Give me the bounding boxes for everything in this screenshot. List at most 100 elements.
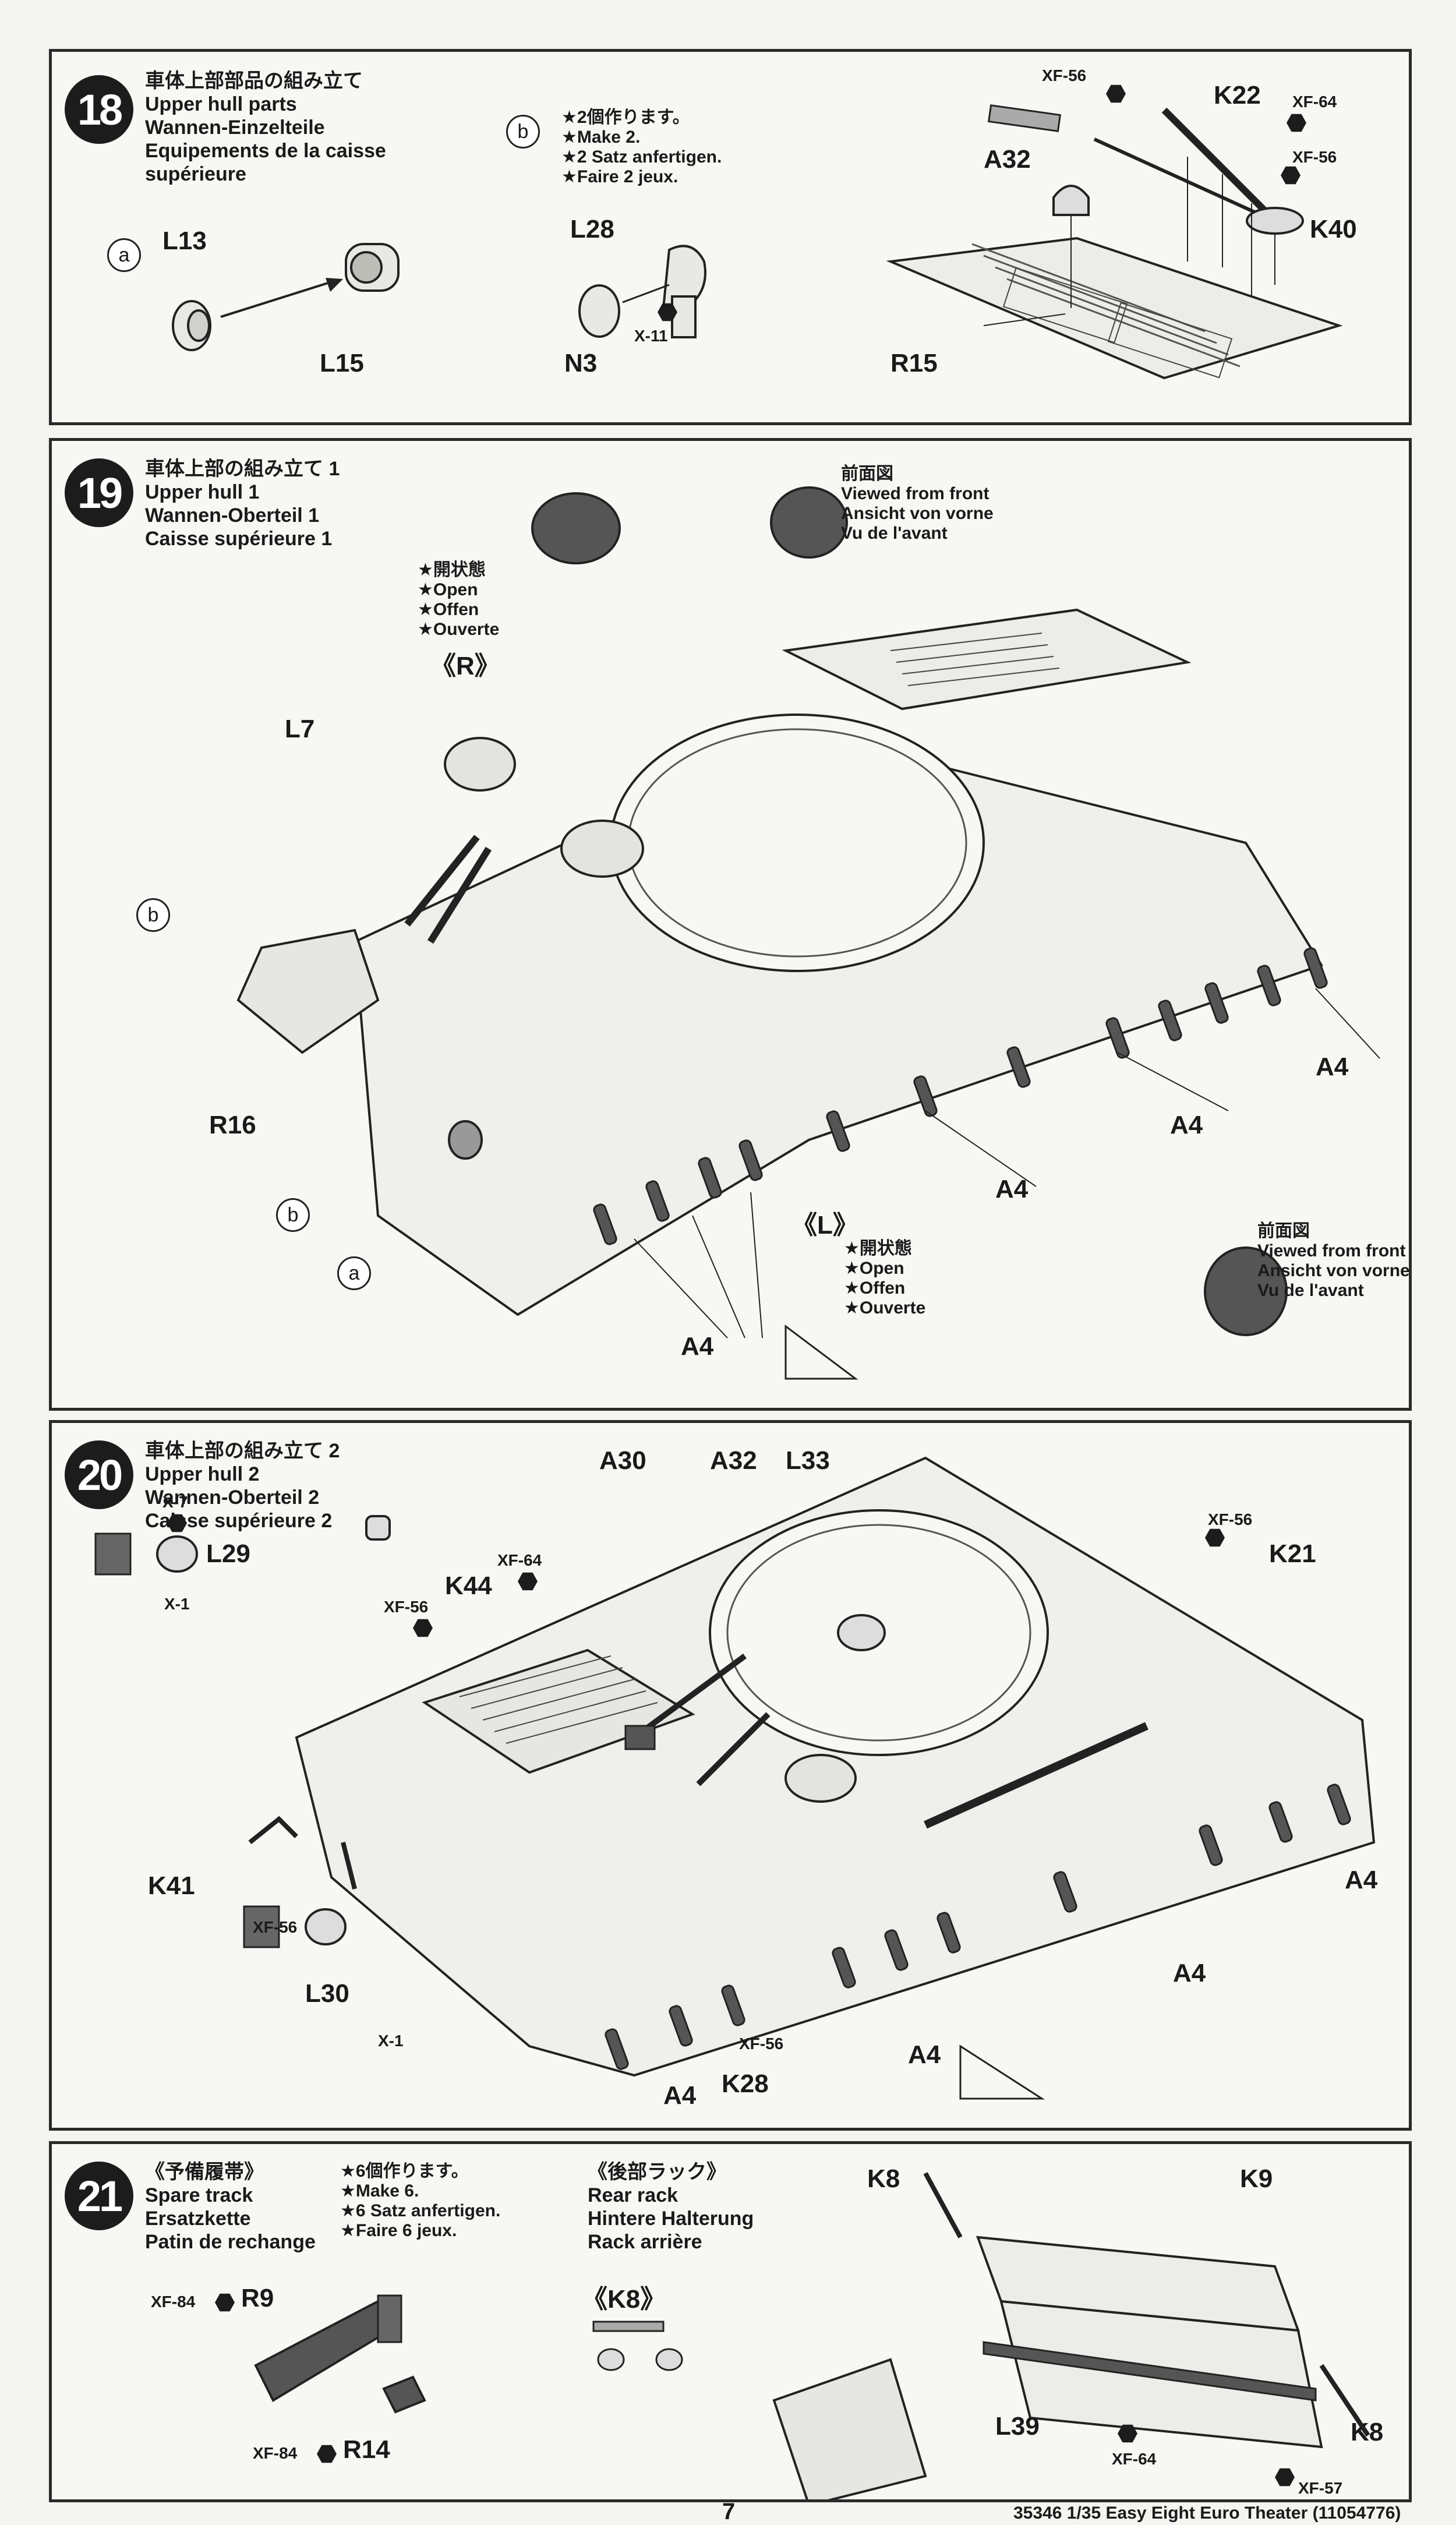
- paint-XF-84-a: XF-84: [151, 2293, 196, 2311]
- paint-XF-64: XF-64: [497, 1551, 542, 1569]
- note-en: Viewed from front: [841, 484, 989, 503]
- note-en: ★Make 6.: [340, 2181, 419, 2201]
- paint-X-1-b: X-1: [378, 2032, 404, 2050]
- title-jp: 《予備履帯》: [145, 2161, 264, 2183]
- title-en: Rear rack: [588, 2184, 678, 2206]
- part-K8-a: K8: [867, 2164, 900, 2193]
- paint-XF-56-a: XF-56: [1042, 66, 1087, 84]
- open-note-R: ★開状態 ★Open ★Offen ★Ouverte: [418, 560, 499, 640]
- part-R15: R15: [890, 349, 938, 377]
- part-A4-2: A4: [1170, 1111, 1203, 1139]
- page-number: 7: [722, 2499, 736, 2524]
- note-jp: ★開状態: [418, 560, 486, 580]
- title-en: Spare track: [145, 2184, 253, 2206]
- paint-XF-64: XF-64: [1112, 2450, 1157, 2468]
- title-jp: 車体上部の組み立て 2: [145, 1440, 340, 1462]
- title-fr: Rack arrière: [588, 2231, 702, 2253]
- part-K28: K28: [722, 2070, 769, 2098]
- part-A4-1: A4: [1345, 1866, 1378, 1894]
- part-L29: L29: [206, 1539, 250, 1568]
- step-18-illustration: [172, 104, 1343, 380]
- note-fr: Vu de l'avant: [841, 524, 948, 543]
- part-L15: L15: [320, 349, 364, 377]
- spare-track-titles: 《予備履帯》 Spare track Ersatzkette Patin de …: [145, 2160, 316, 2254]
- part-K44: K44: [445, 1571, 492, 1600]
- part-K21: K21: [1269, 1539, 1316, 1568]
- note-de: ★6 Satz anfertigen.: [340, 2201, 501, 2220]
- part-K22: K22: [1214, 81, 1261, 110]
- paint-X-1-a: X-1: [164, 1595, 190, 1613]
- step-19-titles: 車体上部の組み立て 1 Upper hull 1 Wannen-Oberteil…: [145, 457, 340, 550]
- part-L28: L28: [570, 215, 614, 243]
- title-jp: 車体上部部品の組み立て: [145, 70, 363, 92]
- note-en: ★Open: [418, 580, 478, 599]
- step-20-badge: 20: [65, 1440, 133, 1509]
- note-jp: 前面図: [841, 464, 893, 483]
- paint-XF-56-k41: XF-56: [253, 1918, 298, 1936]
- note-jp: ★6個作ります。: [340, 2162, 469, 2181]
- part-A30: A30: [599, 1446, 646, 1475]
- paint-XF-84-b: XF-84: [253, 2444, 298, 2462]
- paint-hex-icon: [167, 1514, 187, 1532]
- sub-step-b-ref: b: [136, 898, 170, 932]
- sub-step-a-ref: a: [337, 1256, 371, 1290]
- part-A4-4: A4: [663, 2081, 697, 2110]
- note-fr: ★Faire 2 jeux.: [561, 167, 678, 186]
- part-L33: L33: [786, 1446, 830, 1475]
- paint-hex-icon: [215, 2293, 235, 2312]
- note-fr: Vu de l'avant: [1257, 1281, 1364, 1300]
- paint-hex-icon: [413, 1619, 433, 1637]
- note-de: ★Offen: [418, 600, 479, 619]
- sub-step-b: b: [506, 115, 540, 149]
- step-18-badge: 18: [65, 75, 133, 144]
- step-19-illustration: [236, 486, 1380, 1380]
- note-jp: 前面図: [1257, 1221, 1310, 1241]
- note-en: ★Make 2.: [561, 128, 641, 147]
- title-fr: Caisse supérieure 1: [145, 528, 333, 550]
- sub-step-a: a: [107, 238, 141, 272]
- note-de: Ansicht von vorne: [1257, 1261, 1410, 1280]
- step-21-illustration: [254, 2172, 1370, 2499]
- part-N3: N3: [564, 349, 598, 377]
- step-20-panel: 20 車体上部の組み立て 2 Upper hull 2 Wannen-Obert…: [49, 1420, 1412, 2131]
- title-fr: Equipements de la caisse: [145, 140, 386, 162]
- paint-hex-icon: [1205, 1528, 1225, 1547]
- part-A4-4: A4: [681, 1332, 714, 1361]
- part-A4-3: A4: [908, 2040, 941, 2069]
- title-fr-2: supérieure: [145, 163, 246, 185]
- part-K8-b: K8: [1351, 2418, 1384, 2446]
- note-fr: ★Ouverte: [418, 620, 500, 639]
- note-de: Ansicht von vorne: [841, 504, 994, 523]
- step-18-titles: 車体上部部品の組み立て Upper hull parts Wannen-Einz…: [145, 69, 386, 186]
- sub-step-b-ref-2: b: [276, 1198, 310, 1232]
- note-en: Viewed from front: [1257, 1241, 1406, 1260]
- part-K40: K40: [1310, 215, 1357, 243]
- make-2-note: ★2個作ります。 ★Make 2. ★2 Satz anfertigen. ★F…: [561, 108, 722, 187]
- paint-hex-icon: [518, 1572, 538, 1591]
- part-A4-3: A4: [995, 1175, 1029, 1203]
- view-R-label: 《R》: [430, 652, 500, 680]
- rear-rack-titles: 《後部ラック》 Rear rack Hintere Halterung Rack…: [588, 2160, 754, 2254]
- step-19-badge: 19: [65, 458, 133, 527]
- title-de: Hintere Halterung: [588, 2208, 754, 2230]
- paint-X-7: X-7: [162, 1493, 188, 1511]
- note-jp: ★開状態: [844, 1239, 912, 1258]
- title-de: Wannen-Oberteil 1: [145, 504, 320, 527]
- title-de: Wannen-Einzelteile: [145, 116, 325, 139]
- title-en: Upper hull parts: [145, 93, 297, 115]
- note-en: ★Open: [844, 1259, 904, 1278]
- note-fr: ★Faire 6 jeux.: [340, 2221, 457, 2240]
- note-de: ★2 Satz anfertigen.: [561, 147, 722, 167]
- paint-XF-64: XF-64: [1292, 93, 1337, 111]
- part-K41: K41: [148, 1871, 195, 1900]
- paint-hex-icon: [1281, 166, 1300, 185]
- paint-XF-57: XF-57: [1298, 2479, 1343, 2497]
- part-L7: L7: [285, 715, 315, 743]
- step-18-panel: 18 車体上部部品の組み立て Upper hull parts Wannen-E…: [49, 49, 1412, 425]
- front-view-note-top: 前面図 Viewed from front Ansicht von vorne …: [841, 464, 994, 543]
- part-R9: R9: [241, 2284, 274, 2312]
- k8-detail-label: 《K8》: [582, 2285, 666, 2314]
- title-jp: 車体上部の組み立て 1: [145, 458, 340, 480]
- title-de: Ersatzkette: [145, 2208, 251, 2230]
- part-R14: R14: [343, 2435, 390, 2464]
